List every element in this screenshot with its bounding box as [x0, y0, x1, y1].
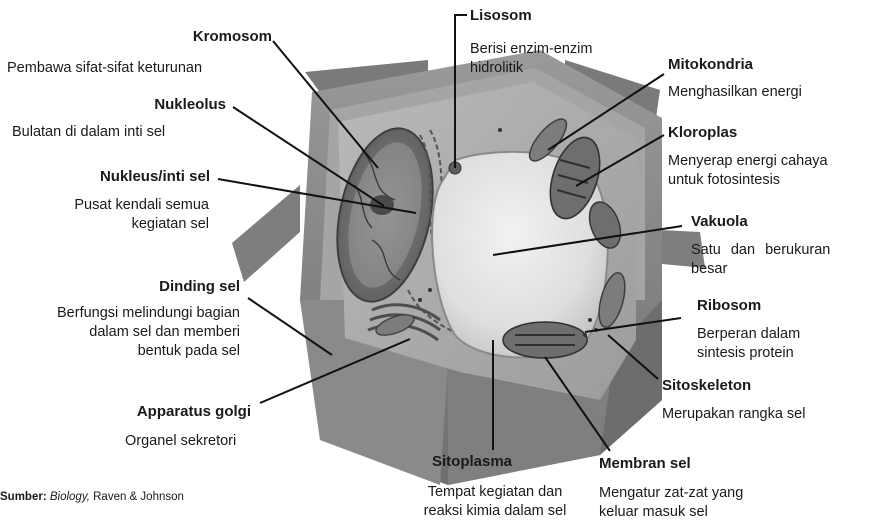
membran-title: Membran sel: [599, 455, 691, 472]
nukleus-desc: Pusat kendali semua kegiatan sel: [74, 196, 209, 234]
sitoskeleton-desc: Merupakan rangka sel: [662, 405, 805, 424]
source-prefix: Sumber:: [0, 491, 47, 503]
membran-desc-line-1: Mengatur zat-zat yang: [599, 484, 743, 503]
source-authors: Raven & Johnson: [93, 491, 184, 503]
source-book: Biology,: [50, 491, 90, 503]
ribosom-title: Ribosom: [697, 297, 761, 314]
dinding-desc: Berfungsi melindungi bagian dalam sel da…: [57, 304, 240, 361]
golgi-title: Apparatus golgi: [137, 403, 251, 420]
nukleus-desc-line-1: Pusat kendali semua: [74, 196, 209, 215]
lisosom-desc-line-2: hidrolitik: [470, 59, 592, 78]
dinding-title: Dinding sel: [159, 278, 240, 295]
kloroplas-desc-line-2: untuk fotosintesis: [668, 171, 828, 190]
ribosom-desc: Berperan dalam sintesis protein: [697, 325, 800, 363]
dinding-desc-line-3: bentuk pada sel: [57, 342, 240, 361]
vakuola-title: Vakuola: [691, 213, 748, 230]
mitokondria-desc: Menghasilkan energi: [668, 83, 802, 102]
vakuola-desc: Satu dan berukuran besar: [691, 241, 866, 279]
membran-desc: Mengatur zat-zat yang keluar masuk sel: [599, 484, 743, 522]
ribosom-desc-line-1: Berperan dalam: [697, 325, 800, 344]
dinding-desc-line-1: Berfungsi melindungi bagian: [57, 304, 240, 323]
kloroplas-desc-line-1: Menyerap energi cahaya: [668, 152, 828, 171]
golgi-desc: Organel sekretori: [125, 432, 236, 451]
sitoplasma-desc: Tempat kegiatan dan reaksi kimia dalam s…: [415, 483, 575, 521]
nukleolus-title: Nukleolus: [154, 96, 226, 113]
lisosom-title: Lisosom: [470, 7, 532, 24]
mitokondria-title: Mitokondria: [668, 56, 753, 73]
membran-desc-line-2: keluar masuk sel: [599, 503, 743, 522]
sitoplasma-desc-line-2: reaksi kimia dalam sel: [415, 502, 575, 521]
dinding-desc-line-2: dalam sel dan memberi: [57, 323, 240, 342]
source-caption: Sumber: Biology, Raven & Johnson: [0, 491, 184, 503]
kromosom-title: Kromosom: [193, 28, 272, 45]
kloroplas-desc: Menyerap energi cahaya untuk fotosintesi…: [668, 152, 828, 190]
nukleus-title: Nukleus/inti sel: [100, 168, 210, 185]
lisosom-desc-line-1: Berisi enzim-enzim: [470, 40, 592, 59]
kloroplas-title: Kloroplas: [668, 124, 737, 141]
ribosom-desc-line-2: sintesis protein: [697, 344, 800, 363]
kromosom-desc: Pembawa sifat-sifat keturunan: [7, 59, 202, 78]
vakuola-desc-line-1: Satu dan berukuran: [691, 241, 866, 260]
nukleus-desc-line-2: kegiatan sel: [74, 215, 209, 234]
nukleolus-desc: Bulatan di dalam inti sel: [12, 123, 165, 142]
lisosom-desc: Berisi enzim-enzim hidrolitik: [470, 40, 592, 78]
sitoskeleton-title: Sitoskeleton: [662, 377, 751, 394]
vakuola-desc-line-2: besar: [691, 260, 866, 279]
sitoplasma-title: Sitoplasma: [432, 453, 512, 470]
sitoplasma-desc-line-1: Tempat kegiatan dan: [415, 483, 575, 502]
